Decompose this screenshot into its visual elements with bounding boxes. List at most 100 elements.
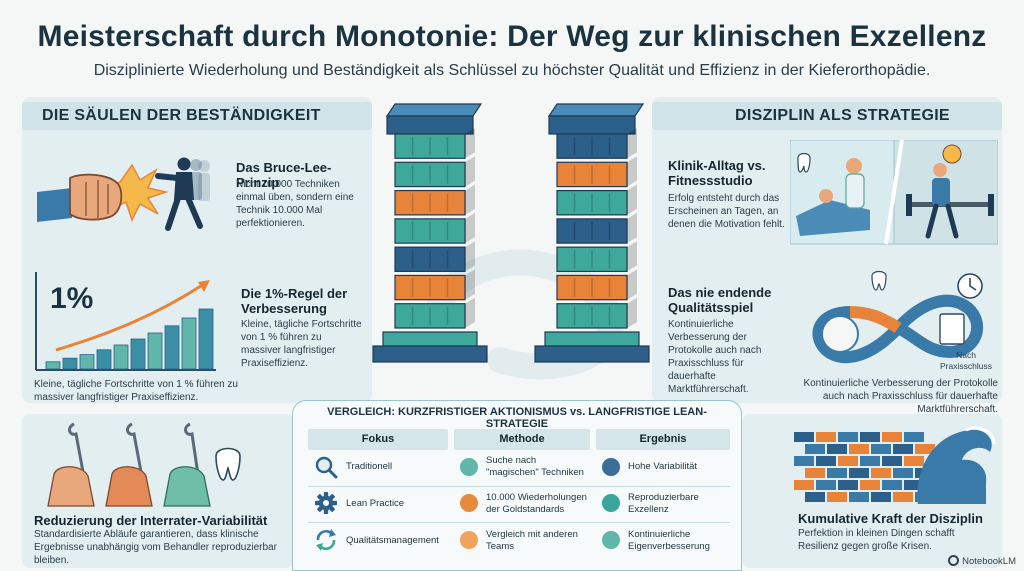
brick [794,456,814,466]
pillar-block [556,133,628,159]
page-subtitle: Disziplinierte Wiederholung und Beständi… [93,62,931,79]
comparison-header-fokus: Fokus [308,429,448,450]
brick [893,444,913,454]
row-2-ergebnis: Kontinuierliche Eigenverbesserung [628,529,710,552]
pillar-block [394,303,466,329]
pillar-block [394,218,466,244]
dental-hands-illustration [47,422,241,507]
row-1-ergebnis-dot [602,494,620,512]
pillar-block [556,274,628,301]
row-2-methode-dot [460,531,478,549]
left-section-band [22,102,372,130]
row-divider [308,486,730,487]
one-percent-text: Kleine, tägliche Fortschritte von 1 % fü… [241,319,362,369]
bruce-lee-title: Das Bruce-Lee-Prinzip [236,160,332,191]
one-percent-title: Die 1%-Regel der Verbesserung [241,286,348,317]
pillar-block [556,189,628,216]
row-1-fokus: Lean Practice [346,498,405,509]
comparison-title: VERGLEICH: KURZFRISTIGER AKTIONISMUS vs.… [327,406,707,430]
brick [805,492,825,502]
row-0-methode-dot [460,458,478,476]
chart-percent-label: 1% [50,282,93,315]
row-1-methode-dot [460,494,478,512]
quality-game-text: Kontinuierliche Verbesserung der Protoko… [668,319,762,395]
brick [794,432,814,442]
brick [838,456,858,466]
row-1-ergebnis: Reproduzierbare Exzellenz [628,492,699,515]
brick [904,480,924,490]
brick [827,444,847,454]
pillar-cap-top [385,103,483,117]
comparison-table [292,400,742,571]
cumulative-text: Perfektion in kleinen Dingen schafft Res… [798,528,955,552]
growth-bar [96,349,112,370]
pillar-block [394,161,466,188]
row-0-ergebnis-dot [602,458,620,476]
bruce-lee-text: Nicht 10.000 Techniken einmal üben, sond… [236,179,354,229]
growth-bar [198,308,214,370]
infinity-loop-illustration [812,270,984,364]
clinic-title: Klinik-Alltag vs. Fitnessstudio [668,158,766,189]
pillar-plinth [534,345,650,363]
wall-wave-illustration [794,426,996,504]
pillar-base [544,331,640,347]
row-0-methode: Suche nach "magischen" Techniken [486,455,584,478]
variability-title: Reduzierung der Interrater-Variabilität [34,513,268,528]
brick [849,444,869,454]
growth-bar [45,361,61,370]
brick [882,432,902,442]
one-percent-caption: Kleine, tägliche Fortschritte von 1 % fü… [34,379,238,403]
brick [860,456,880,466]
pillar-block [556,246,628,273]
cumulative-title: Kumulative Kraft der Disziplin [798,511,983,526]
brick [893,468,913,478]
growth-bar-chart: 1% [35,272,216,371]
brick [827,468,847,478]
brick [816,456,836,466]
quality-game-caption: Kontinuierliche Verbesserung der Protoko… [803,378,998,415]
pillar-base [382,331,478,347]
pillar-block [394,246,466,273]
growth-bar [62,357,78,370]
brick [904,432,924,442]
growth-bar [113,344,129,370]
brick [827,492,847,502]
brick [904,456,924,466]
brick [882,456,902,466]
brick [794,480,814,490]
pillar-block [394,189,466,216]
right-section-band [652,102,1002,130]
brick [871,468,891,478]
brick [860,480,880,490]
brick [816,432,836,442]
growth-bar [164,325,180,370]
row-0-ergebnis: Hohe Variabilität [628,461,698,472]
notebooklm-brand: NotebookLM [948,555,1016,567]
loop-label: Nach Praxisschluss [940,350,992,372]
brick [860,432,880,442]
left-panel-top [22,97,372,403]
pillar-block [556,218,628,244]
brick [882,480,902,490]
gear-icon [315,492,337,514]
brick [849,468,869,478]
growth-bar [130,338,146,370]
row-0-fokus: Traditionell [346,461,393,472]
magnifier-icon [315,456,338,479]
row-divider [308,522,730,523]
brick [871,492,891,502]
brick [805,468,825,478]
clinic-gym-illustration [790,140,998,245]
row-2-methode: Vergleich mit anderen Teams [486,529,578,552]
row-2-ergebnis-dot [602,531,620,549]
pillar-plinth [372,345,488,363]
brick [805,444,825,454]
left-section-heading: DIE SÄULEN DER BESTÄNDIGKEIT [42,107,321,124]
variability-text: Standardisierte Abläufe garantieren, das… [34,529,277,566]
page-title: Meisterschaft durch Monotonie: Der Weg z… [37,20,987,53]
pillar-cap [548,115,636,135]
brand-label: NotebookLM [962,556,1016,567]
pillar-block [556,161,628,188]
growth-bar [147,332,163,370]
